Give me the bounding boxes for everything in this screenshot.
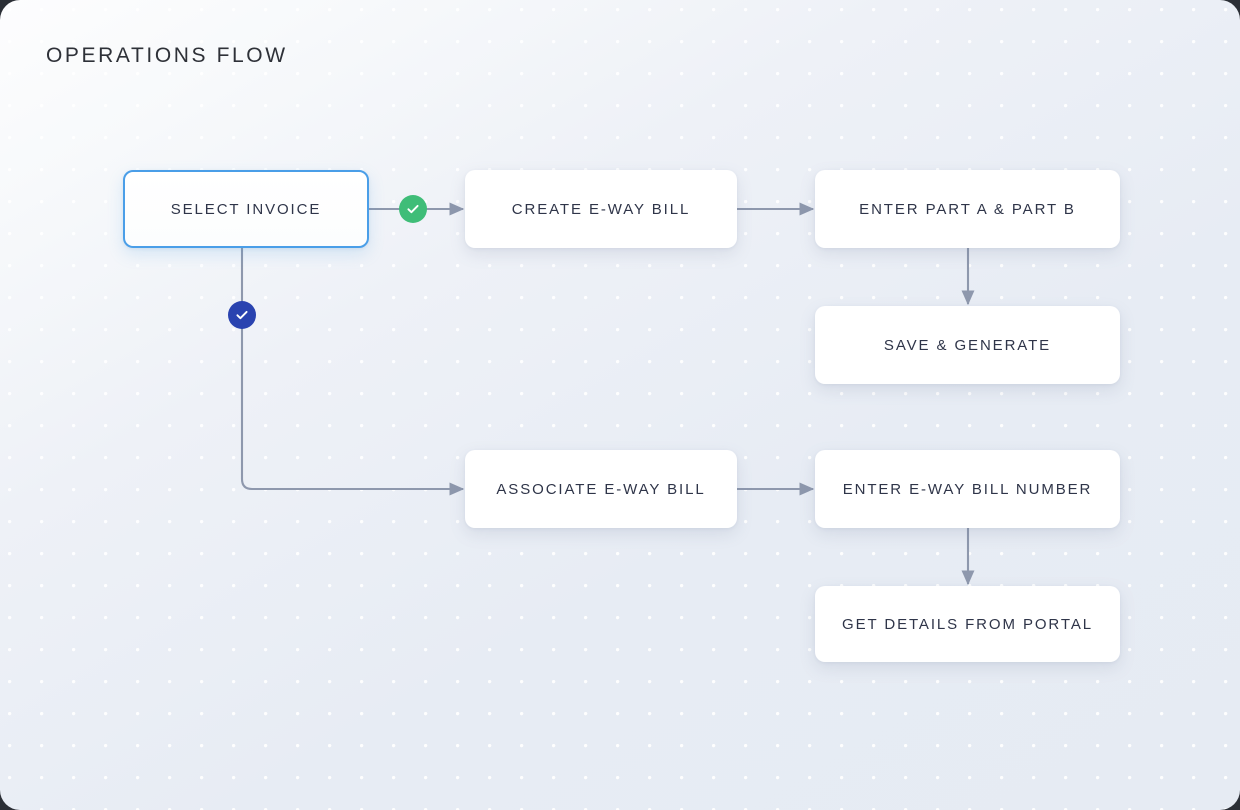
page-title: OPERATIONS FLOW bbox=[46, 44, 288, 67]
flow-node-save-and-generate[interactable]: SAVE & GENERATE bbox=[815, 306, 1120, 384]
flow-node-get-details-from-portal[interactable]: GET DETAILS FROM PORTAL bbox=[815, 586, 1120, 662]
flow-node-label: SELECT INVOICE bbox=[170, 200, 322, 218]
flow-node-label: ENTER PART A & PART B bbox=[859, 200, 1076, 218]
flow-node-label: ASSOCIATE E-WAY BILL bbox=[496, 480, 706, 498]
edge-badge-complete bbox=[399, 195, 427, 223]
flow-node-label: GET DETAILS FROM PORTAL bbox=[842, 615, 1093, 633]
flow-node-create-eway-bill[interactable]: CREATE E-WAY BILL bbox=[465, 170, 737, 248]
flow-node-associate-eway-bill[interactable]: ASSOCIATE E-WAY BILL bbox=[465, 450, 737, 528]
edge-badge-current bbox=[228, 301, 256, 329]
check-icon bbox=[407, 204, 419, 214]
flow-node-label: ENTER E-WAY BILL NUMBER bbox=[842, 480, 1093, 498]
flow-node-enter-part-a-and-part-b[interactable]: ENTER PART A & PART B bbox=[815, 170, 1120, 248]
edge-select-invoice-to-associate-eway-bill bbox=[240, 248, 465, 496]
flow-node-enter-eway-bill-number[interactable]: ENTER E-WAY BILL NUMBER bbox=[815, 450, 1120, 528]
flow-node-label: SAVE & GENERATE bbox=[883, 336, 1052, 354]
flow-node-select-invoice[interactable]: SELECT INVOICE bbox=[123, 170, 369, 248]
flow-node-label: CREATE E-WAY BILL bbox=[511, 200, 691, 218]
check-icon bbox=[236, 310, 248, 320]
